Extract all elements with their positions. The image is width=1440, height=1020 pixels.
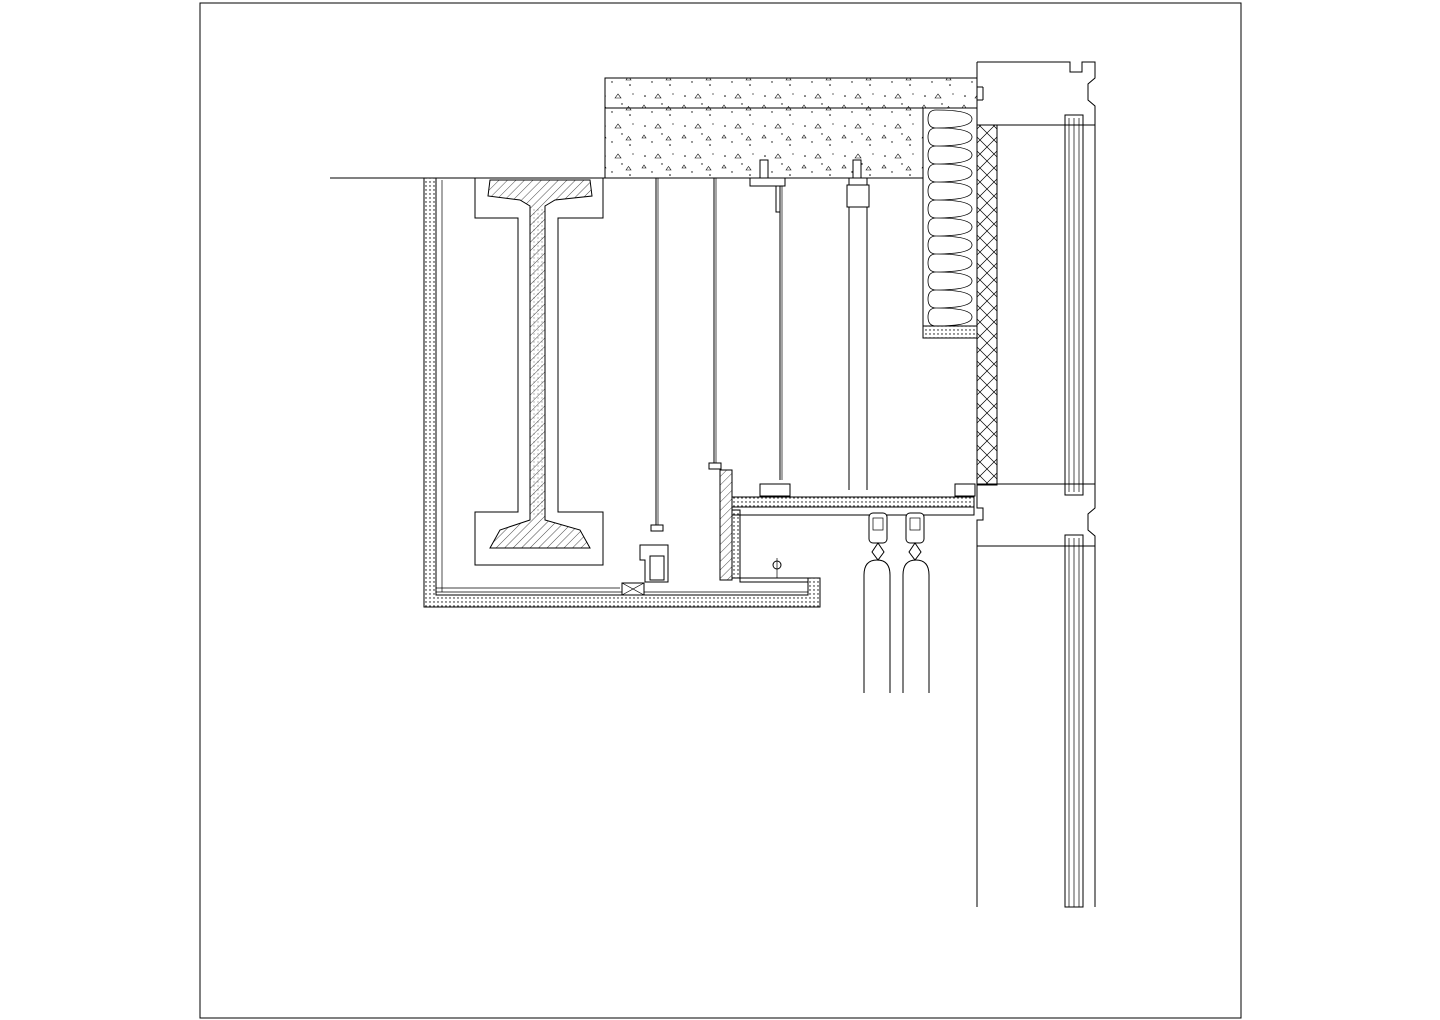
- cross-hatch-board: [976, 124, 998, 486]
- mineral-wool-insulation: [922, 107, 978, 339]
- curtain-wall-mullion: [976, 61, 1096, 908]
- curtain-hooks: [871, 542, 922, 561]
- curtain-track: [868, 512, 925, 544]
- suspension-rods: [639, 159, 870, 583]
- ceiling-trim-board: [621, 469, 976, 596]
- curtain-fabric: [863, 559, 930, 693]
- drawing-frame: [199, 2, 1242, 1019]
- concrete-floor-slab: [604, 77, 978, 179]
- steel-i-beam: [474, 177, 604, 566]
- wool-loops: [927, 109, 973, 327]
